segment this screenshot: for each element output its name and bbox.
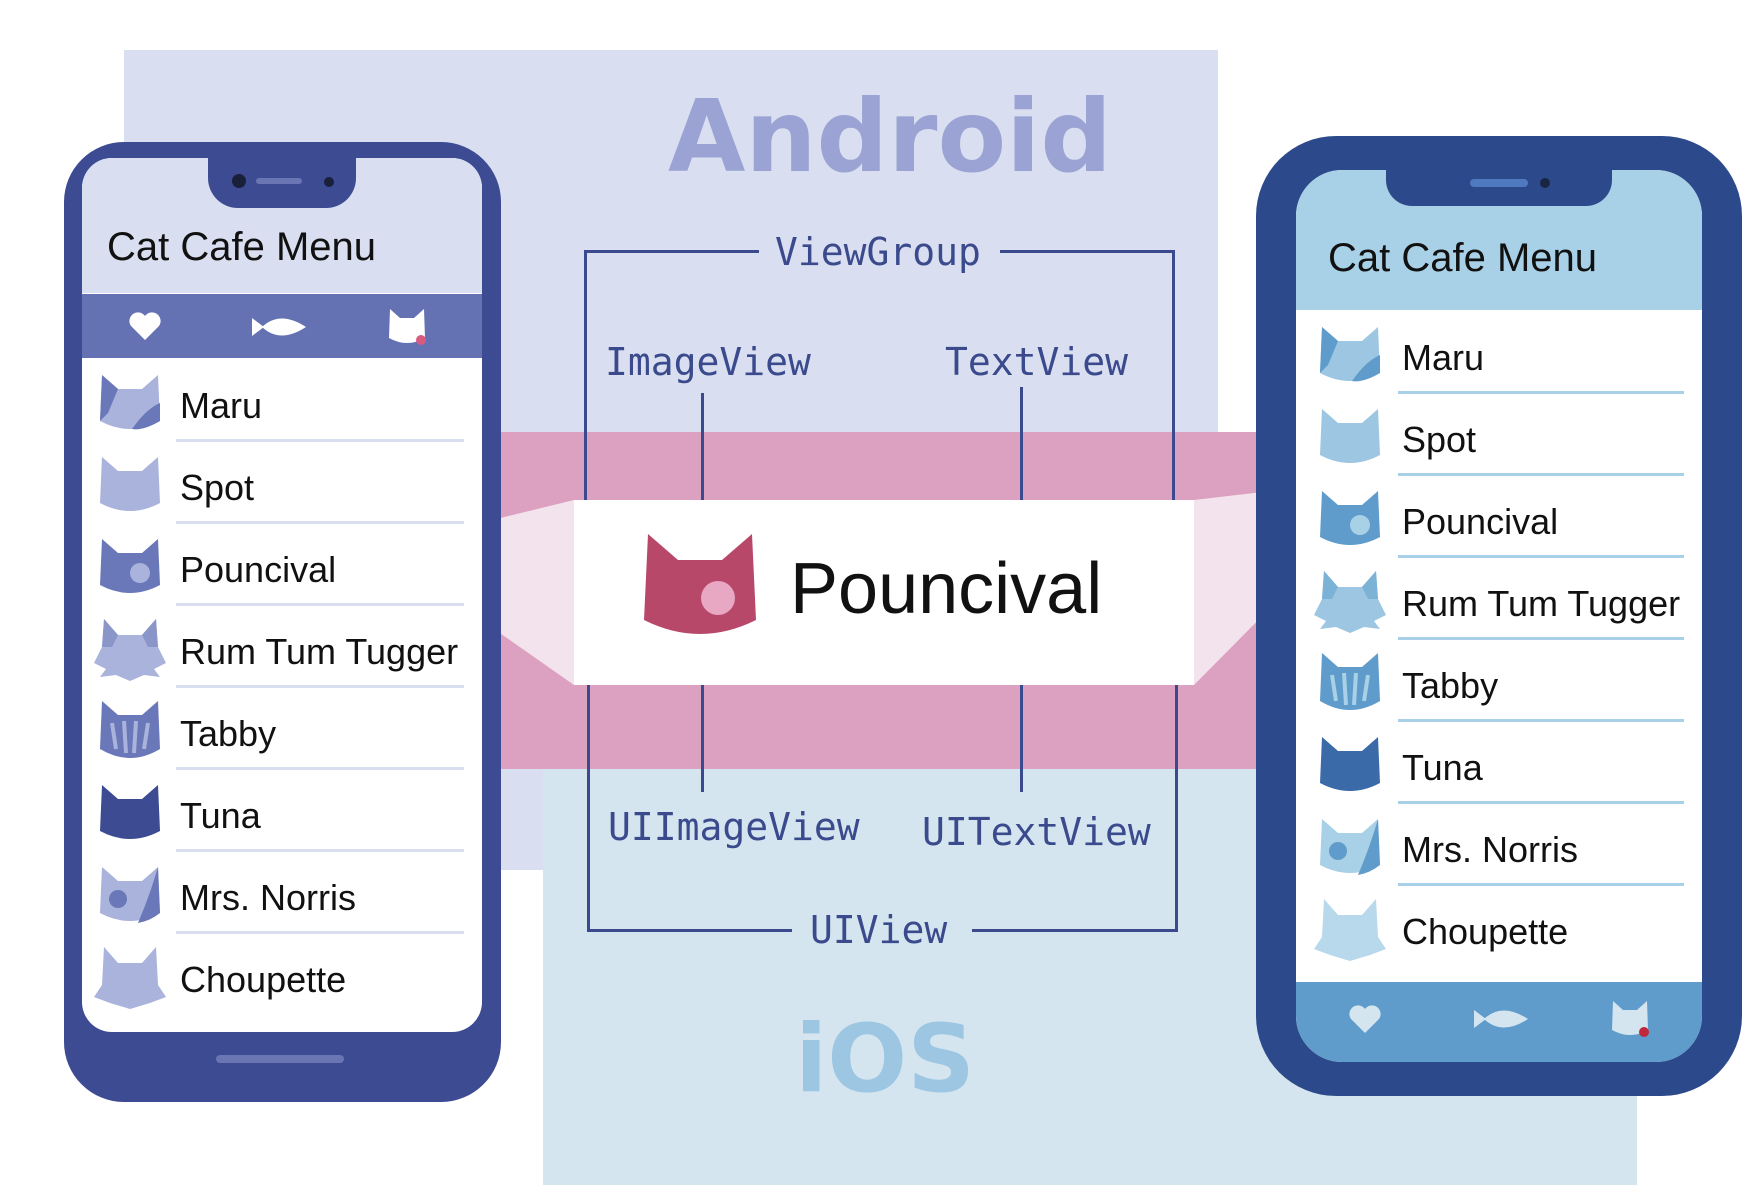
cat-rum-tum-tugger-icon bbox=[1314, 569, 1386, 635]
cat-rum-tum-tugger-icon bbox=[94, 617, 166, 683]
list-item-label: Pouncival bbox=[1402, 501, 1558, 543]
highlight-name: Pouncival bbox=[790, 548, 1102, 630]
sensor-icon bbox=[324, 177, 334, 187]
list-item-label: Spot bbox=[1402, 419, 1476, 461]
cat-spot-icon bbox=[1318, 407, 1382, 469]
fish-icon[interactable] bbox=[252, 316, 308, 338]
cat-mrs-norris-icon bbox=[1318, 817, 1382, 879]
uitextview-label: UITextView bbox=[922, 810, 1151, 854]
viewgroup-bracket-right bbox=[1172, 250, 1175, 500]
textview-label: TextView bbox=[945, 340, 1128, 384]
viewgroup-bracket-left bbox=[584, 250, 587, 500]
list-item[interactable]: Tuna bbox=[1296, 721, 1702, 803]
android-tabbar bbox=[82, 294, 482, 358]
cat-spot-icon bbox=[98, 455, 162, 517]
list-item[interactable]: Rum Tum Tugger bbox=[82, 605, 482, 687]
list-item[interactable]: Pouncival bbox=[1296, 475, 1702, 557]
list-item-label: Pouncival bbox=[180, 549, 336, 591]
cat-head-icon bbox=[640, 530, 760, 645]
list-item[interactable]: Mrs. Norris bbox=[1296, 803, 1702, 885]
list-item-label: Tuna bbox=[180, 795, 261, 837]
android-screen: Cat Cafe Menu Maru Spot Pouncival Rum Tu… bbox=[82, 158, 482, 1032]
speaker-icon bbox=[256, 178, 302, 184]
list-item-label: Rum Tum Tugger bbox=[1402, 583, 1680, 625]
speaker-icon bbox=[1470, 179, 1528, 187]
cat-maru-icon bbox=[98, 373, 162, 435]
list-item[interactable]: Pouncival bbox=[82, 523, 482, 605]
list-item-label: Mrs. Norris bbox=[180, 877, 356, 919]
list-item-label: Choupette bbox=[1402, 911, 1568, 953]
list-item-label: Spot bbox=[180, 467, 254, 509]
list-item-label: Maru bbox=[180, 385, 262, 427]
uiview-bracket-bottom-right bbox=[972, 929, 1178, 932]
cat-icon[interactable] bbox=[387, 306, 429, 348]
list-item[interactable]: Maru bbox=[1296, 311, 1702, 393]
uiview-bracket-left bbox=[587, 685, 590, 932]
cat-pouncival-icon bbox=[98, 537, 162, 599]
cat-maru-icon bbox=[1318, 325, 1382, 387]
cat-tabby-icon bbox=[98, 699, 162, 765]
fish-icon[interactable] bbox=[1474, 1008, 1530, 1030]
list-item[interactable]: Rum Tum Tugger bbox=[1296, 557, 1702, 639]
cat-tuna-icon bbox=[1318, 735, 1382, 797]
highlight-card: Pouncival bbox=[574, 500, 1194, 685]
android-notch bbox=[208, 158, 356, 208]
cat-choupette-icon bbox=[94, 945, 166, 1011]
android-menu-title: Cat Cafe Menu bbox=[107, 225, 376, 270]
cat-tuna-icon bbox=[98, 783, 162, 845]
heart-icon[interactable] bbox=[128, 311, 162, 341]
viewgroup-bracket-top-right bbox=[1000, 250, 1175, 253]
list-item[interactable]: Choupette bbox=[82, 933, 482, 1015]
ios-menu-title: Cat Cafe Menu bbox=[1328, 236, 1597, 281]
uiview-bracket-bottom-left bbox=[587, 929, 792, 932]
cat-mrs-norris-icon bbox=[98, 865, 162, 927]
android-list: Maru Spot Pouncival Rum Tum Tugger Tabby… bbox=[82, 359, 482, 1032]
camera-icon bbox=[1540, 178, 1550, 188]
cat-icon[interactable] bbox=[1610, 998, 1652, 1040]
list-item-label: Tabby bbox=[1402, 665, 1498, 707]
ios-notch bbox=[1386, 170, 1612, 206]
heart-icon[interactable] bbox=[1348, 1004, 1382, 1034]
uiimageview-label: UIImageView bbox=[608, 805, 860, 849]
list-item[interactable]: Tabby bbox=[1296, 639, 1702, 721]
viewgroup-bracket-top-left bbox=[584, 250, 759, 253]
list-item[interactable]: Choupette bbox=[1296, 885, 1702, 967]
uiview-bracket-right bbox=[1175, 685, 1178, 932]
viewgroup-label: ViewGroup bbox=[775, 230, 981, 274]
imageview-label: ImageView bbox=[605, 340, 811, 384]
ios-screen: Cat Cafe Menu Maru Spot Pouncival Rum Tu… bbox=[1296, 170, 1702, 1062]
list-item[interactable]: Tuna bbox=[82, 769, 482, 851]
cat-pouncival-icon bbox=[1318, 489, 1382, 551]
list-item[interactable]: Mrs. Norris bbox=[82, 851, 482, 933]
list-item[interactable]: Tabby bbox=[82, 687, 482, 769]
list-item-label: Mrs. Norris bbox=[1402, 829, 1578, 871]
list-item[interactable]: Spot bbox=[82, 441, 482, 523]
android-home-indicator[interactable] bbox=[216, 1055, 344, 1063]
list-item-label: Tabby bbox=[180, 713, 276, 755]
list-item[interactable]: Spot bbox=[1296, 393, 1702, 475]
list-item-label: Choupette bbox=[180, 959, 346, 1001]
uiview-label: UIView bbox=[810, 908, 947, 952]
list-item-label: Rum Tum Tugger bbox=[180, 631, 458, 673]
ios-tabbar bbox=[1296, 982, 1702, 1062]
ios-list: Maru Spot Pouncival Rum Tum Tugger Tabby… bbox=[1296, 311, 1702, 971]
camera-icon bbox=[232, 174, 246, 188]
list-item-label: Tuna bbox=[1402, 747, 1483, 789]
list-item[interactable]: Maru bbox=[82, 359, 482, 441]
list-item-label: Maru bbox=[1402, 337, 1484, 379]
cat-choupette-icon bbox=[1314, 897, 1386, 963]
cat-tabby-icon bbox=[1318, 651, 1382, 717]
